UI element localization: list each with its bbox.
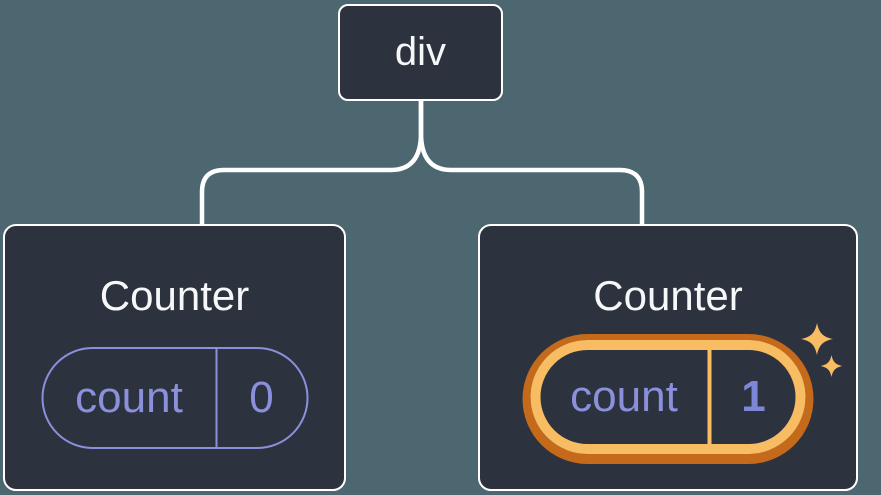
component-title: Counter bbox=[593, 272, 743, 319]
component-card-counter-left: Counter count 0 bbox=[3, 224, 346, 491]
tree-node-div: div bbox=[338, 4, 503, 101]
component-card-counter-right: Counter count 1 bbox=[478, 224, 858, 491]
state-key: count bbox=[541, 350, 712, 444]
state-value: 0 bbox=[249, 373, 274, 422]
connector-right-branch bbox=[418, 98, 645, 229]
state-key: count bbox=[43, 349, 217, 447]
connector-left-branch bbox=[199, 98, 424, 229]
component-title: Counter bbox=[99, 272, 250, 319]
state-pill-highlighted: count 1 bbox=[530, 340, 806, 454]
tree-node-div-label: div bbox=[394, 30, 447, 74]
state-pill: count 0 bbox=[41, 347, 308, 449]
state-value: 1 bbox=[741, 372, 766, 421]
